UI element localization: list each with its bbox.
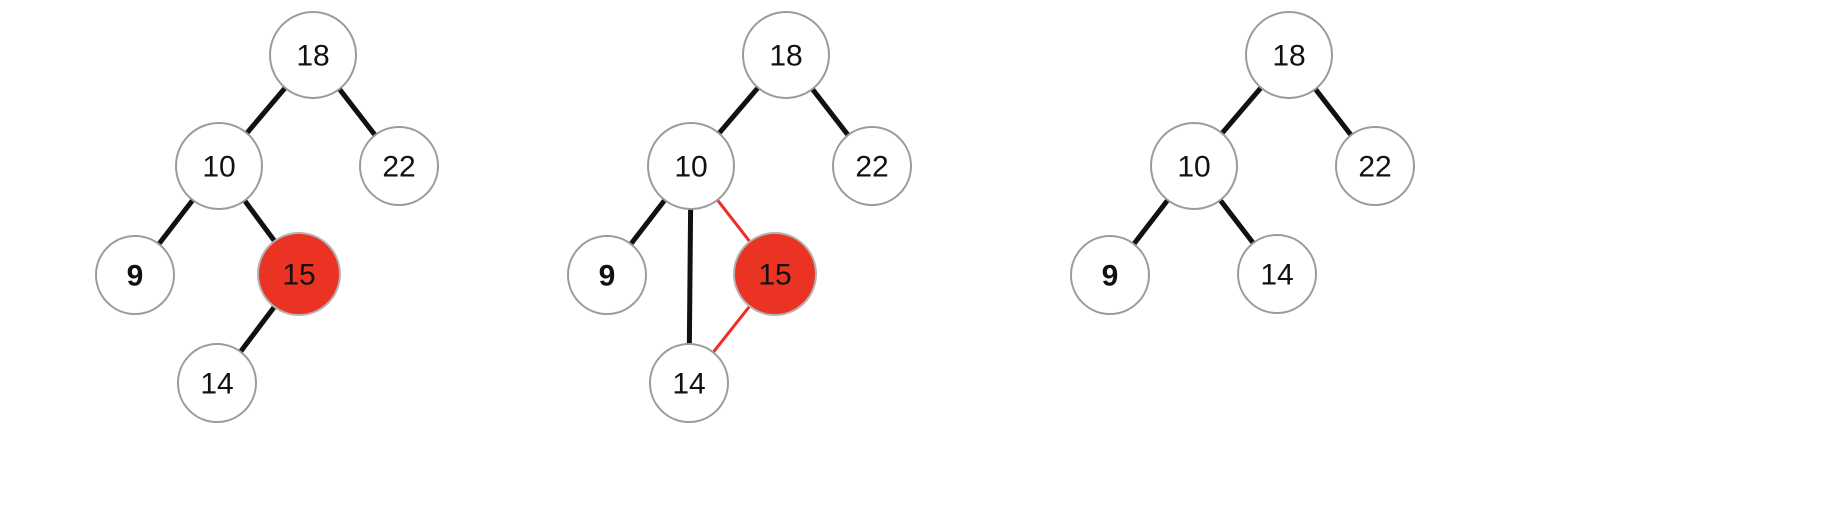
node-circle-9[interactable] xyxy=(567,235,647,315)
tree-node-14[interactable]: 14 xyxy=(649,343,729,423)
node-circle-22[interactable] xyxy=(1335,126,1415,206)
node-label-9: 9 xyxy=(1102,260,1119,293)
tree-edge-m15-m14 xyxy=(711,303,752,355)
node-circle-9[interactable] xyxy=(95,235,175,315)
tree-node-10[interactable]: 10 xyxy=(175,122,263,210)
tree-node-18[interactable]: 18 xyxy=(269,11,357,99)
tree-edge-n18-n22 xyxy=(336,85,379,139)
node-circle-15[interactable] xyxy=(257,232,341,316)
node-label-15: 15 xyxy=(758,259,791,292)
tree-edge-m10-m15 xyxy=(715,197,752,244)
tree-node-22[interactable]: 22 xyxy=(1335,126,1415,206)
node-label-15: 15 xyxy=(282,259,315,292)
tree-edge-p18-p22 xyxy=(1312,85,1355,139)
node-label-14: 14 xyxy=(1260,259,1293,292)
tree-edge-m18-m10 xyxy=(715,84,762,137)
tree-node-18[interactable]: 18 xyxy=(1245,11,1333,99)
node-circle-14[interactable] xyxy=(1237,234,1317,314)
tree-before-edges xyxy=(155,84,379,356)
node-label-10: 10 xyxy=(1177,151,1210,184)
tree-node-9[interactable]: 9 xyxy=(1070,235,1150,315)
tree-during-edges xyxy=(627,84,852,355)
node-label-18: 18 xyxy=(296,40,329,73)
node-circle-10[interactable] xyxy=(1150,122,1238,210)
node-circle-22[interactable] xyxy=(832,126,912,206)
node-label-9: 9 xyxy=(599,260,616,293)
node-circle-10[interactable] xyxy=(647,122,735,210)
tree-edge-n15-n14 xyxy=(237,303,278,356)
node-circle-18[interactable] xyxy=(269,11,357,99)
node-circle-18[interactable] xyxy=(1245,11,1333,99)
node-circle-14[interactable] xyxy=(649,343,729,423)
tree-node-15[interactable]: 15 xyxy=(733,232,817,316)
node-label-14: 14 xyxy=(672,368,705,401)
tree-during: 18 10 22 9 15 14 xyxy=(567,11,912,423)
node-circle-22[interactable] xyxy=(359,126,439,206)
node-label-22: 22 xyxy=(855,151,888,184)
tree-edge-n10-n15 xyxy=(241,197,278,245)
node-circle-18[interactable] xyxy=(742,11,830,99)
tree-node-14[interactable]: 14 xyxy=(177,343,257,423)
tree-node-18[interactable]: 18 xyxy=(742,11,830,99)
tree-before: 18 10 22 9 15 14 xyxy=(95,11,439,423)
tree-node-14[interactable]: 14 xyxy=(1237,234,1317,314)
node-label-9: 9 xyxy=(127,260,144,293)
node-label-18: 18 xyxy=(1272,40,1305,73)
node-circle-14[interactable] xyxy=(177,343,257,423)
tree-node-10[interactable]: 10 xyxy=(647,122,735,210)
node-label-10: 10 xyxy=(674,151,707,184)
tree-node-9[interactable]: 9 xyxy=(567,235,647,315)
tree-edge-m10-m14 xyxy=(686,205,694,348)
node-label-22: 22 xyxy=(382,151,415,184)
node-label-18: 18 xyxy=(769,40,802,73)
node-label-10: 10 xyxy=(202,151,235,184)
node-circle-9[interactable] xyxy=(1070,235,1150,315)
node-circle-10[interactable] xyxy=(175,122,263,210)
tree-after: 18 10 22 9 14 xyxy=(1070,11,1415,315)
node-label-22: 22 xyxy=(1358,151,1391,184)
tree-after-edges xyxy=(1130,84,1355,248)
tree-edge-p10-p14 xyxy=(1217,196,1257,247)
tree-node-22[interactable]: 22 xyxy=(832,126,912,206)
tree-node-10[interactable]: 10 xyxy=(1150,122,1238,210)
tree-node-22[interactable]: 22 xyxy=(359,126,439,206)
tree-node-15[interactable]: 15 xyxy=(257,232,341,316)
tree-edge-n10-n9 xyxy=(155,196,196,248)
tree-node-9[interactable]: 9 xyxy=(95,235,175,315)
tree-edge-p10-p9 xyxy=(1130,196,1171,248)
tree-edge-n18-n10 xyxy=(243,84,289,137)
tree-edge-m18-m22 xyxy=(809,85,852,139)
tree-edge-p18-p10 xyxy=(1218,84,1265,137)
node-circle-15[interactable] xyxy=(733,232,817,316)
tree-edge-m10-m9 xyxy=(627,196,668,248)
node-label-14: 14 xyxy=(200,368,233,401)
